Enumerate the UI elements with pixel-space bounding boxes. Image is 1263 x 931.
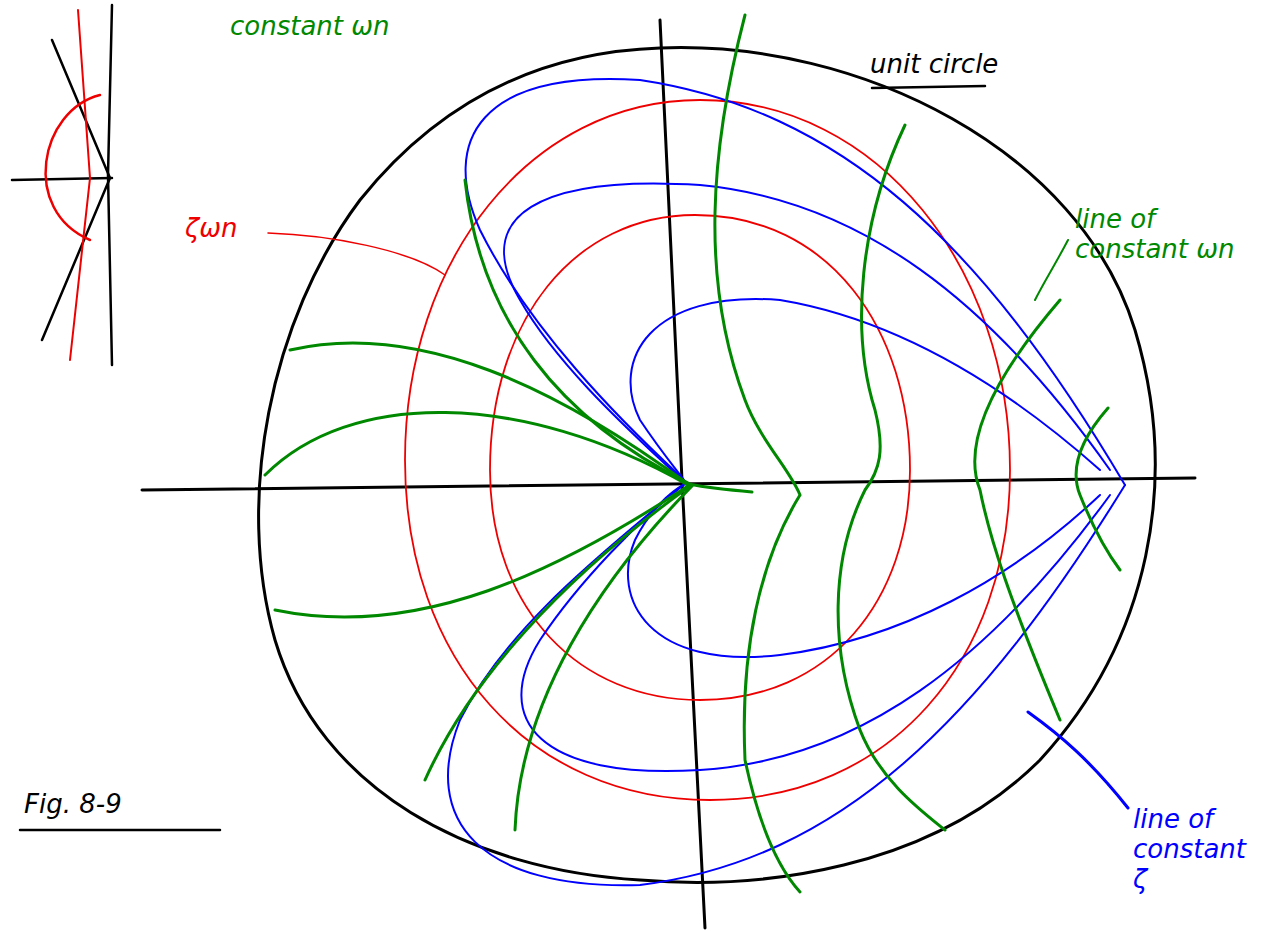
red-label: ζωn <box>185 214 275 244</box>
title-note: unit circle <box>870 50 1020 80</box>
figure-number: Fig. 8-9 <box>24 790 214 820</box>
callout-label: line of constant ωn <box>1075 205 1255 265</box>
green-label: constant ωn <box>230 12 430 42</box>
callout-label: line of constant ζ <box>1133 805 1258 895</box>
